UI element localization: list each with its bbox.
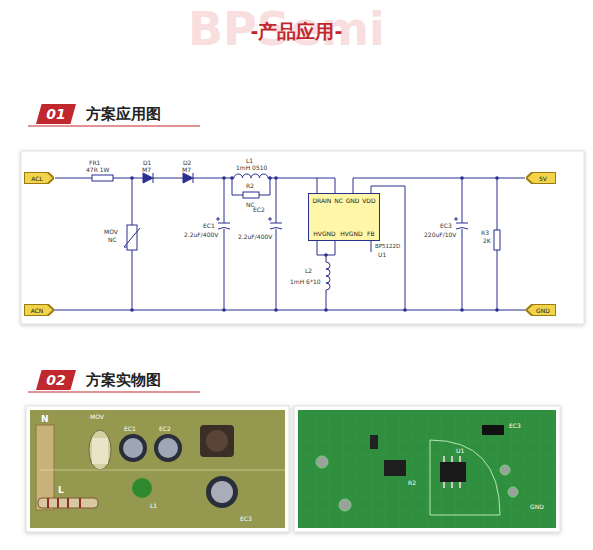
component-label: 47R 1W — [86, 167, 109, 173]
section-rule — [28, 392, 200, 393]
component-label: L1 — [246, 158, 253, 164]
wire-connector — [54, 310, 526, 311]
component-label: MOV — [104, 229, 118, 235]
component-label: R3 — [481, 230, 489, 236]
component-label: D1 — [143, 160, 151, 166]
fuse-symbol — [92, 175, 113, 181]
page-title: -产品应用- — [0, 22, 593, 41]
component-label: 2.2uF/400V — [238, 234, 272, 240]
component-label: 1mH 6*10 — [290, 279, 321, 285]
photo-frame — [26, 406, 289, 532]
component-label: 1mH 0510 — [236, 165, 267, 171]
component-label: EC3 — [440, 223, 452, 229]
inductor-symbol — [234, 174, 268, 178]
schematic-wires — [55, 178, 525, 310]
ic-chip: DRAINNCGNDVDD HVGND HVGND FB — [308, 193, 380, 241]
component-label: U1 — [456, 448, 464, 454]
capacitor-symbol — [268, 217, 282, 229]
pin-row: DRAINNCGNDVDD — [311, 197, 377, 204]
section-number: 02 — [46, 372, 65, 388]
terminal-flag: 5V — [526, 172, 556, 184]
component-label: D2 — [183, 160, 191, 166]
terminal-name: ACL — [31, 175, 43, 182]
junction-dots — [130, 176, 499, 312]
component-label: R2 — [408, 480, 416, 486]
resistor-symbol — [243, 192, 259, 198]
component-label: EC1 — [124, 426, 136, 432]
component-label: GND — [530, 504, 544, 510]
component-label: 2.2uF/400V — [184, 232, 218, 238]
component-label: EC1 — [203, 223, 215, 229]
component-label: 2K — [483, 238, 491, 244]
resistor-symbol — [494, 230, 500, 250]
pcb-photo-bottom — [298, 410, 556, 528]
pin-name: DRAIN — [312, 197, 331, 204]
section-heading: 方案实物图 — [86, 371, 161, 390]
varistor-symbol — [124, 228, 140, 247]
terminal-name: 5V — [539, 175, 547, 182]
terminal-name: GND — [536, 307, 550, 314]
section-tag: 02方案实物图 — [36, 370, 76, 390]
component-label: L1 — [150, 503, 157, 509]
component-label: R2 — [246, 183, 254, 189]
section-heading: 方案应用图 — [86, 105, 161, 124]
component-label: EC3 — [240, 516, 252, 522]
component-label: NC — [108, 237, 117, 243]
component-label: L — [58, 486, 64, 495]
terminal-flag: ACN — [24, 304, 54, 316]
pin-name: HVGND — [340, 230, 362, 237]
pin-row: HVGND HVGND FB — [311, 230, 377, 237]
terminal-name: ACN — [31, 307, 44, 314]
diode-symbol — [143, 173, 153, 183]
component-label: FR1 — [89, 160, 100, 166]
component-label: U1 — [378, 252, 386, 258]
section-number: 01 — [46, 106, 65, 122]
photo-frame — [294, 406, 560, 532]
inductor-symbol — [326, 262, 330, 290]
component-label: M7 — [142, 167, 151, 173]
pin-name: VDD — [362, 197, 375, 204]
capacitor-symbol — [454, 217, 468, 229]
component-label: L2 — [305, 268, 312, 274]
schematic-panel — [21, 151, 584, 324]
terminal-flag: GND — [526, 304, 556, 316]
pcb-photo-top — [30, 410, 285, 528]
section-tag: 01方案应用图 — [36, 104, 76, 124]
pin-name: GND — [346, 197, 360, 204]
component-label: 220uF/10V — [424, 232, 456, 238]
diode-symbol — [183, 173, 193, 183]
pin-name: HVGND — [313, 230, 335, 237]
component-label: EC2 — [253, 207, 265, 213]
pin-name: NC — [334, 197, 343, 204]
component-label: BP5122D — [375, 244, 400, 250]
terminal-flag: ACL — [24, 172, 54, 184]
capacitor-symbol — [216, 217, 230, 229]
component-label: EC2 — [159, 426, 171, 432]
component-label: M7 — [182, 167, 191, 173]
section-rule — [28, 126, 200, 127]
component-label: N — [41, 415, 49, 424]
component-label: EC3 — [509, 423, 521, 429]
component-symbols — [92, 173, 500, 290]
component-label: MOV — [90, 414, 104, 420]
pin-name: FB — [367, 230, 375, 237]
